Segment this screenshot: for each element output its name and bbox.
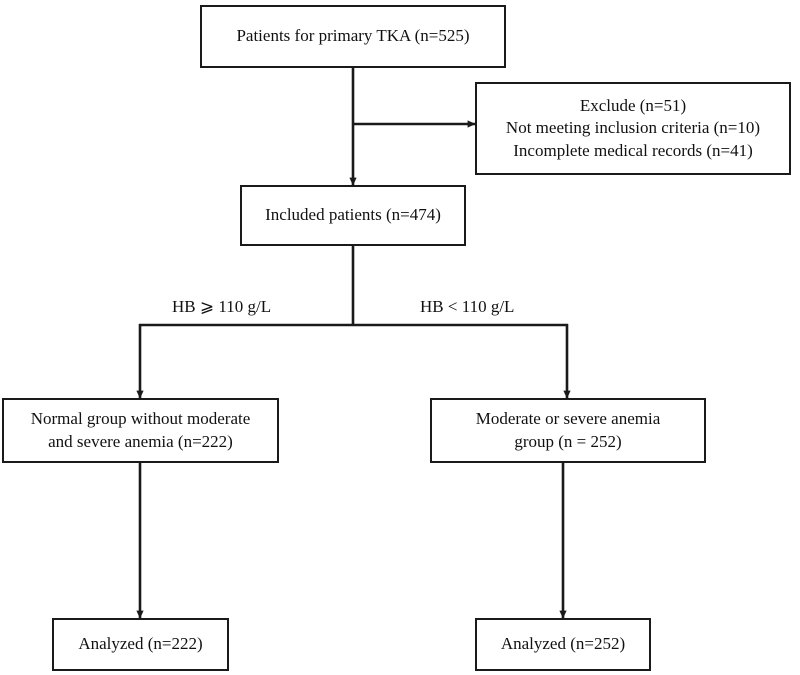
node-excluded: Exclude (n=51) Not meeting inclusion cri… <box>475 82 791 175</box>
edge-label-left-branch: HB ⩾ 110 g/L <box>172 297 272 316</box>
node-included: Included patients (n=474) <box>240 185 466 246</box>
edge-label-right-branch: HB < 110 g/L <box>420 297 515 316</box>
node-enrollment: Patients for primary TKA (n=525) <box>200 5 506 68</box>
node-enrollment-label: Patients for primary TKA (n=525) <box>236 26 470 46</box>
node-anemia-group: Moderate or severe anemia group (n = 252… <box>430 398 706 463</box>
node-analyzed-left-label: Analyzed (n=222) <box>78 634 203 654</box>
node-analyzed-right-label: Analyzed (n=252) <box>500 634 626 654</box>
node-analyzed-left: Analyzed (n=222) <box>52 618 229 671</box>
node-anemia-group-label: Moderate or severe anemia group (n = 252… <box>475 409 661 451</box>
node-included-label: Included patients (n=474) <box>265 205 441 225</box>
node-analyzed-right: Analyzed (n=252) <box>475 618 651 671</box>
node-normal-group: Normal group without moderate and severe… <box>2 398 279 463</box>
node-normal-group-label: Normal group without moderate and severe… <box>30 409 251 451</box>
node-excluded-label: Exclude (n=51) Not meeting inclusion cri… <box>505 95 761 160</box>
